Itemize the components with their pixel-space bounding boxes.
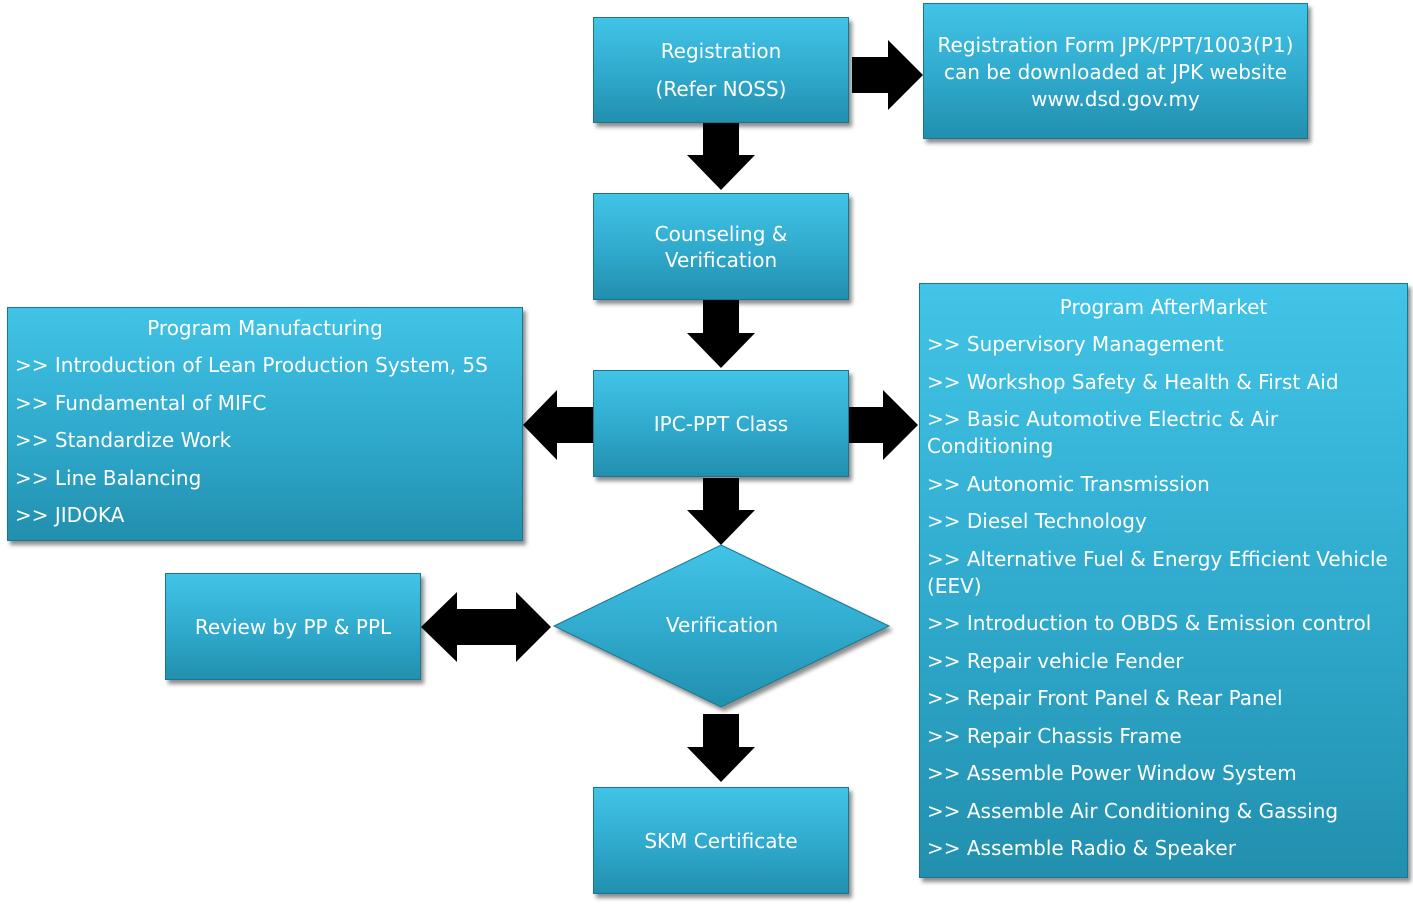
- aftermarket-item: >> Assemble Power Window System: [927, 761, 1297, 785]
- ipc-ppt-class-box: IPC-PPT Class: [593, 370, 849, 477]
- aftermarket-item: >> Repair Front Panel & Rear Panel: [927, 686, 1283, 710]
- arrow-down-to-skm-certificate: [687, 714, 755, 782]
- aftermarket-item: >> Autonomic Transmission: [927, 471, 1210, 496]
- program-manufacturing-box: Program Manufacturing >> Introduction of…: [7, 307, 523, 541]
- registration-form-line-1: Registration Form JPK/PPT/1003(P1): [937, 33, 1294, 57]
- review-label: Review by PP & PPL: [194, 614, 392, 639]
- arrow-down-to-counseling: [687, 123, 755, 190]
- ipc-ppt-class-label: IPC-PPT Class: [653, 411, 789, 436]
- aftermarket-item: >> Repair Chassis Frame: [927, 723, 1182, 748]
- arrow-right-to-program-aftermarket: [849, 390, 918, 460]
- manufacturing-item: >> JIDOKA: [15, 503, 125, 527]
- registration-form-line-2: can be downloaded at JPK website: [943, 60, 1288, 84]
- counseling-line-1: Counseling &: [654, 221, 788, 246]
- verification-label: Verification: [665, 613, 779, 637]
- registration-form-line-3: www.dsd.gov.my: [1031, 87, 1200, 111]
- aftermarket-item: >> Assemble Air Conditioning & Gassing: [927, 798, 1339, 823]
- registration-note: (Refer NOSS): [655, 77, 787, 101]
- arrow-right-to-registration-form: [852, 40, 923, 110]
- program-aftermarket-box: Program AfterMarket >> Supervisory Manag…: [919, 283, 1408, 878]
- arrow-down-to-verification: [687, 478, 755, 545]
- verification-diamond-shape: [552, 544, 891, 708]
- manufacturing-item: >> Standardize Work: [15, 428, 232, 452]
- aftermarket-item: >> Alternative Fuel & Energy Efficient V…: [927, 546, 1388, 598]
- registration-title: Registration: [660, 39, 782, 63]
- aftermarket-item: >> Basic Automotive Electric & Air Condi…: [927, 407, 1279, 458]
- manufacturing-item: >> Introduction of Lean Production Syste…: [15, 353, 488, 377]
- aftermarket-item: >> Repair vehicle Fender: [927, 648, 1184, 673]
- double-arrow-review-verification: [421, 592, 551, 662]
- aftermarket-item: >> Workshop Safety & Health & First Aid: [927, 369, 1339, 394]
- manufacturing-item: >> Fundamental of MIFC: [15, 390, 267, 415]
- registration-form-box: Registration Form JPK/PPT/1003(P1) can b…: [923, 3, 1308, 139]
- counseling-verification-box: Counseling & Verification: [593, 193, 849, 300]
- skm-certificate-label: SKM Certificate: [644, 828, 798, 853]
- aftermarket-item: >> Supervisory Management: [927, 332, 1224, 356]
- program-aftermarket-title: Program AfterMarket: [1059, 295, 1268, 319]
- arrow-down-to-ipc-class: [687, 300, 755, 368]
- aftermarket-item: >> Introduction to OBDS & Emission contr…: [927, 611, 1372, 635]
- skm-certificate-box: SKM Certificate: [593, 787, 849, 894]
- aftermarket-item: >> Assemble Radio & Speaker: [927, 836, 1236, 860]
- counseling-line-2: Verification: [664, 247, 778, 272]
- registration-box: Registration (Refer NOSS): [593, 17, 849, 123]
- manufacturing-item: >> Line Balancing: [15, 465, 202, 490]
- program-manufacturing-title: Program Manufacturing: [147, 316, 383, 340]
- review-box: Review by PP & PPL: [165, 573, 421, 680]
- arrow-left-to-program-manufacturing: [523, 390, 593, 460]
- aftermarket-item: >> Diesel Technology: [927, 509, 1147, 533]
